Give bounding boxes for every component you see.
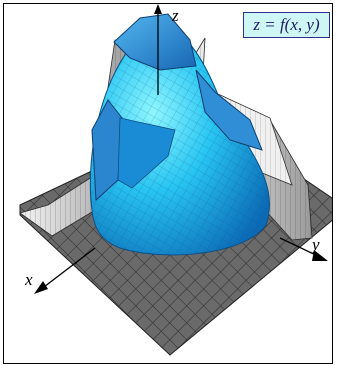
x-arrowhead — [34, 281, 48, 294]
x-axis — [39, 247, 96, 291]
cap-upper — [113, 13, 197, 71]
dome-mesh — [90, 25, 270, 255]
formula-label: z = f(x, y) — [243, 12, 330, 38]
y-axis-label: y — [312, 235, 320, 254]
x-axis-label: x — [25, 270, 33, 289]
inner-notch — [117, 117, 176, 189]
cap-right — [195, 69, 263, 151]
y-arrowhead — [312, 250, 328, 261]
z-axis-label: z — [172, 6, 179, 25]
z-arrowhead — [154, 4, 162, 14]
